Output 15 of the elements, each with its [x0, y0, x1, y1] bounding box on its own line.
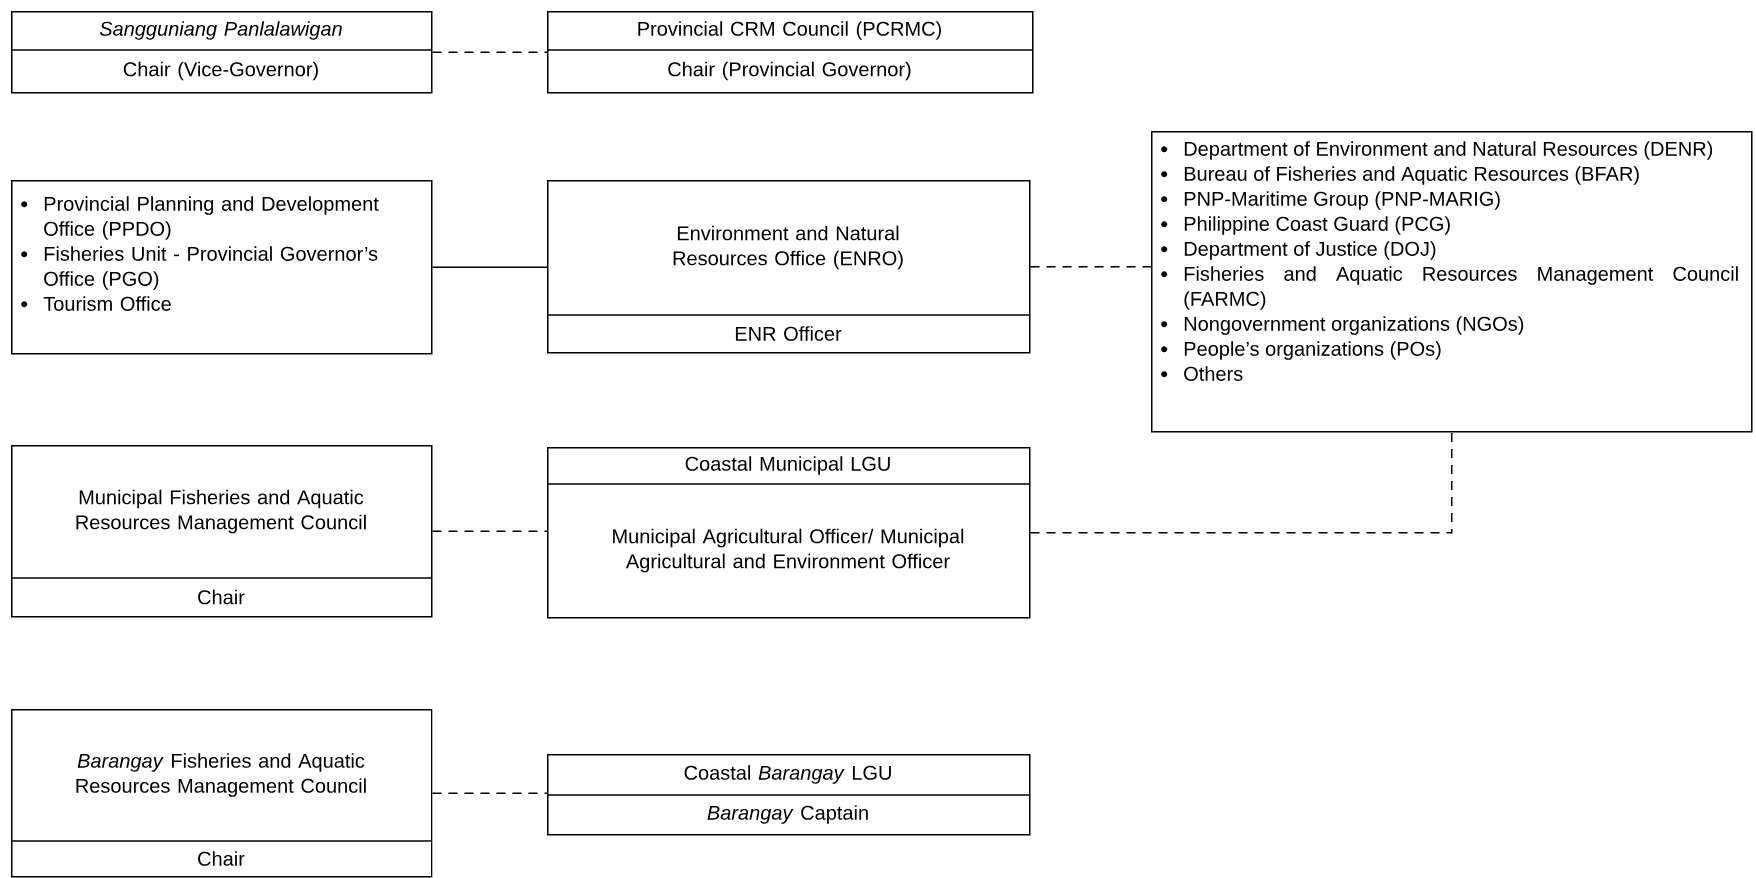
connector-line	[431, 266, 548, 268]
agency-list-box: Department of Environment and Natural Resources (DENR) Bureau of Fisheries and Aquatic Resources (BFAR) PNP-Maritime Group (PNP-MARIG) Philippine Coast Guard (PCG) Department of Justice (DOJ) Fisheries and Aquatic Resources Management Council (FARMC) Nongovernment organizations (NGOs) People’s organizations (POs) Others	[1151, 131, 1753, 433]
council-box: Barangay Fisheries and Aquatic Resources Management Council Chair	[10, 709, 433, 878]
connector-line	[1029, 431, 1453, 534]
office-box: Coastal Barangay LGU Barangay Captain	[546, 754, 1031, 836]
connector-line	[1029, 266, 1152, 268]
connector-line	[431, 530, 548, 532]
council-box: Sangguniang Panlalawigan Chair (Vice-Governor)	[10, 11, 433, 94]
connector-line	[431, 792, 548, 794]
office-box: Environment and Natural Resources Office (ENRO) ENR Officer	[546, 180, 1031, 354]
connector-line	[431, 51, 548, 53]
office-box: Coastal Municipal LGU Municipal Agricultural Officer/ Municipal Agricultural and Environment Officer	[546, 447, 1031, 619]
council-box: Provincial CRM Council (PCRMC) Chair (Provincial Governor)	[546, 11, 1034, 94]
office-list-box: Provincial Planning and Development Office (PPDO) Fisheries Unit - Provincial Governor’s Office (PGO) Tourism Office	[11, 180, 433, 355]
council-box: Municipal Fisheries and Aquatic Resources Management Council Chair	[10, 445, 433, 618]
